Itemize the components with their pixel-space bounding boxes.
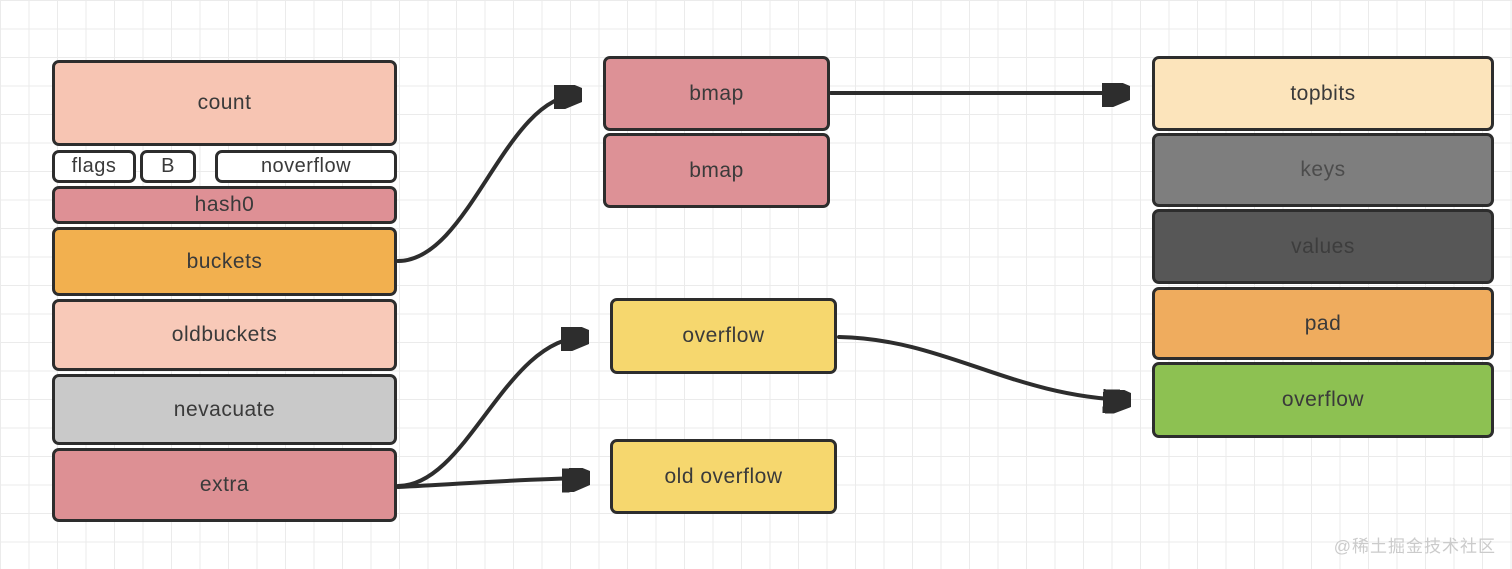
bmap-field-topbits: topbits — [1152, 56, 1494, 131]
bmap-field-keys: keys — [1152, 133, 1494, 207]
arrow-extra-to-old-overflow — [396, 478, 586, 487]
site-watermark: @稀土掘金技术社区 — [1333, 537, 1496, 556]
hmap-field-buckets: buckets — [52, 227, 397, 296]
bmap-field-values: values — [1152, 209, 1494, 284]
arrow-extra-to-overflow — [396, 337, 585, 488]
hmap-field-flags: flags — [52, 150, 136, 183]
arrow-buckets-to-bmap — [396, 95, 578, 263]
old-overflow-node: old overflow — [610, 439, 837, 514]
bucket-node-bmap-0: bmap — [603, 56, 830, 131]
arrow-overflow-to-bmap-overflow — [837, 335, 1127, 400]
hmap-field-b: B — [140, 150, 196, 183]
hmap-field-noverflow: noverflow — [215, 150, 397, 183]
hmap-field-extra: extra — [52, 448, 397, 522]
overflow-node: overflow — [610, 298, 837, 374]
hmap-field-count: count — [52, 60, 397, 146]
bmap-field-overflow: overflow — [1152, 362, 1494, 438]
bmap-field-pad: pad — [1152, 287, 1494, 360]
hmap-field-hash0: hash0 — [52, 186, 397, 224]
hmap-field-oldbuckets: oldbuckets — [52, 299, 397, 371]
bucket-node-bmap-1: bmap — [603, 133, 830, 208]
hmap-field-nevacuate: nevacuate — [52, 374, 397, 445]
